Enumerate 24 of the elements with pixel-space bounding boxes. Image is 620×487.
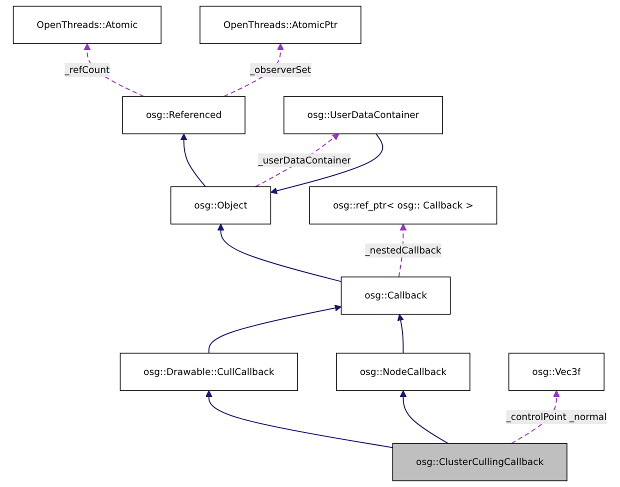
edge-label: _controlPoint _normal xyxy=(506,412,607,422)
node-box: osg::NodeCallback xyxy=(336,352,470,391)
edge-label: _userDataContainer xyxy=(258,154,352,166)
arrow xyxy=(205,390,393,448)
node-box: OpenThreads::Atomic xyxy=(12,6,162,44)
node-box: osg::Referenced xyxy=(122,96,246,134)
node-box: osg::Vec3f xyxy=(508,352,604,391)
node-box: osg::ClusterCullingCallback xyxy=(392,443,568,482)
arrow xyxy=(208,304,342,354)
edge-label: _refCount xyxy=(64,64,110,76)
edge-label: _nestedCallback xyxy=(365,245,442,256)
node-box: osg::Object xyxy=(170,186,272,224)
arrow xyxy=(217,224,342,282)
node-box: osg::UserDataContainer xyxy=(284,96,443,134)
arrow xyxy=(398,224,407,278)
edge-label: _observerSet xyxy=(250,64,312,76)
node-box: OpenThreads::AtomicPtr xyxy=(200,6,362,44)
arrow xyxy=(270,134,384,194)
node-box: osg::ref_ptr< osg:: Callback > xyxy=(309,186,498,224)
arrow xyxy=(180,134,206,188)
node-box: osg::Drawable::CullCallback xyxy=(120,352,298,391)
arrow xyxy=(397,314,404,354)
node-box: osg::Callback xyxy=(340,276,451,315)
arrow xyxy=(400,390,448,444)
